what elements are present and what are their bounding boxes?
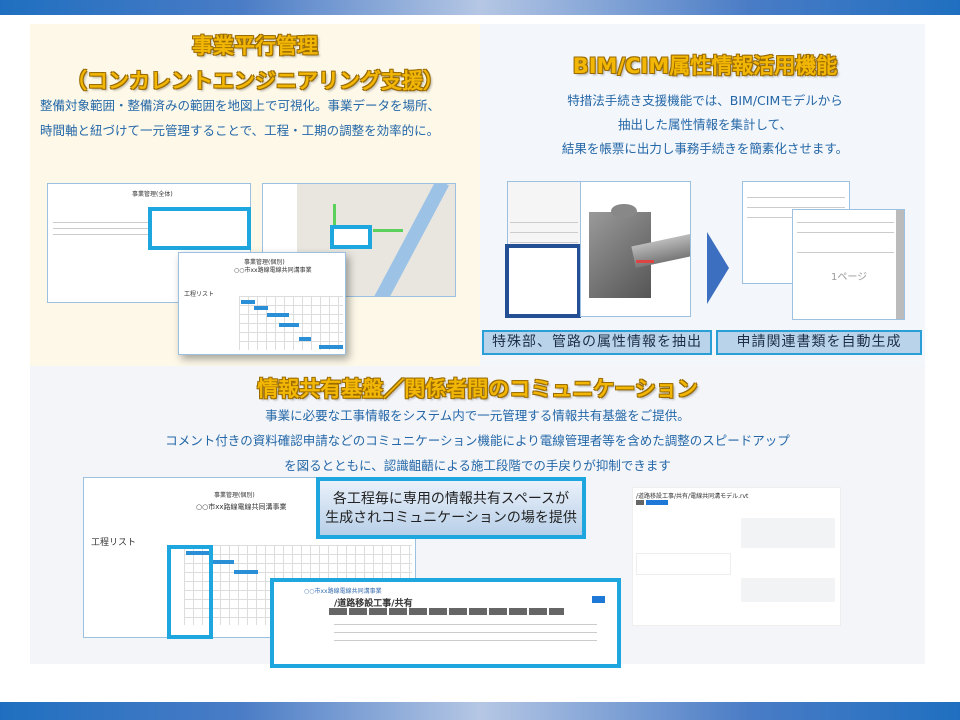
sharing-body-2: コメント付きの資料確認申請などのコミュニケーション機能により電線管理者等を含めた… — [165, 433, 790, 448]
screen-list-label: 工程リスト — [184, 291, 215, 298]
concurrent-body-1: 整備対象範囲・整備済みの範囲を地図上で可視化。事業データを場所、 — [40, 98, 441, 113]
highlight-list — [148, 207, 251, 250]
form-document-2: 1ページ — [792, 209, 905, 320]
screen-title: 事業管理(全体) — [132, 191, 173, 198]
bimcim-body-3: 結果を帳票に出力し事務手続きを簡素化させます。 — [561, 141, 849, 156]
screen-project: ○○市xx路線電線共同溝事業 — [196, 503, 287, 511]
concurrent-body-2: 時間軸と紐づけて一元管理することで、工程・工期の調整を効率的に。 — [40, 123, 440, 138]
callout-line-2: 生成されコミュニケーションの場を提供 — [325, 510, 577, 526]
bimcim-title: BIM/CIM属性情報活用機能 — [572, 54, 838, 78]
arrow-right-icon — [707, 232, 729, 304]
bimcim-body-1: 特措法手続き支援機能では、BIM/CIMモデルから — [567, 93, 843, 108]
callout-box: 各工程毎に専用の情報共有スペースが 生成されコミュニケーションの場を提供 — [316, 477, 586, 539]
bottom-banner — [0, 702, 960, 720]
bimcim-body-2: 抽出した属性情報を集計して、 — [617, 117, 792, 132]
screen-subtitle: ○○市xx路線電線共同溝事業 — [234, 267, 312, 274]
caption-extract-attributes: 特殊部、管路の属性情報を抽出 — [482, 330, 712, 355]
concurrent-title: 事業平行管理 — [192, 34, 318, 58]
screen-list-label: 工程リスト — [91, 538, 137, 548]
sharing-title: 情報共有基盤／関係者間のコミュニケーション — [257, 377, 698, 401]
sharing-body-3: を図るとともに、認識齟齬による施工段階での手戻りが抑制できます — [284, 458, 671, 473]
screen-title: 事業管理(個別) — [244, 259, 285, 266]
gantt-screenshot: 事業管理(個別) ○○市xx路線電線共同溝事業 工程リスト — [178, 252, 346, 355]
callout-line-1: 各工程毎に専用の情報共有スペースが — [332, 491, 570, 507]
file-share-screenshot: ○○市xx路線電線共同溝事業 /道路移設工事/共有 — [270, 578, 621, 668]
folder-path: /道路移設工事/共有 — [334, 599, 413, 609]
highlight-map — [330, 225, 372, 249]
screen-project: ○○市xx路線電線共同溝事業 — [304, 588, 382, 595]
concurrent-subtitle: （コンカレントエンジニアリング支援） — [66, 69, 444, 93]
top-banner — [0, 0, 960, 15]
chat-screenshot: /道路移設工事/共有/電線共同溝モデル.rvt — [632, 487, 841, 626]
sharing-body-1: 事業に必要な工事情報をシステム内で一元管理する情報共有基盤をご提供。 — [265, 408, 690, 423]
caption-auto-generate: 申請関連書類を自動生成 — [716, 330, 922, 355]
file-path: /道路移設工事/共有/電線共同溝モデル.rvt — [636, 493, 749, 500]
3d-model-screenshot — [580, 181, 691, 317]
highlight-properties — [505, 244, 581, 318]
page-stamp: 1ページ — [831, 272, 868, 283]
screen-title: 事業管理(個別) — [214, 492, 255, 499]
highlight-gantt-column — [167, 545, 213, 639]
